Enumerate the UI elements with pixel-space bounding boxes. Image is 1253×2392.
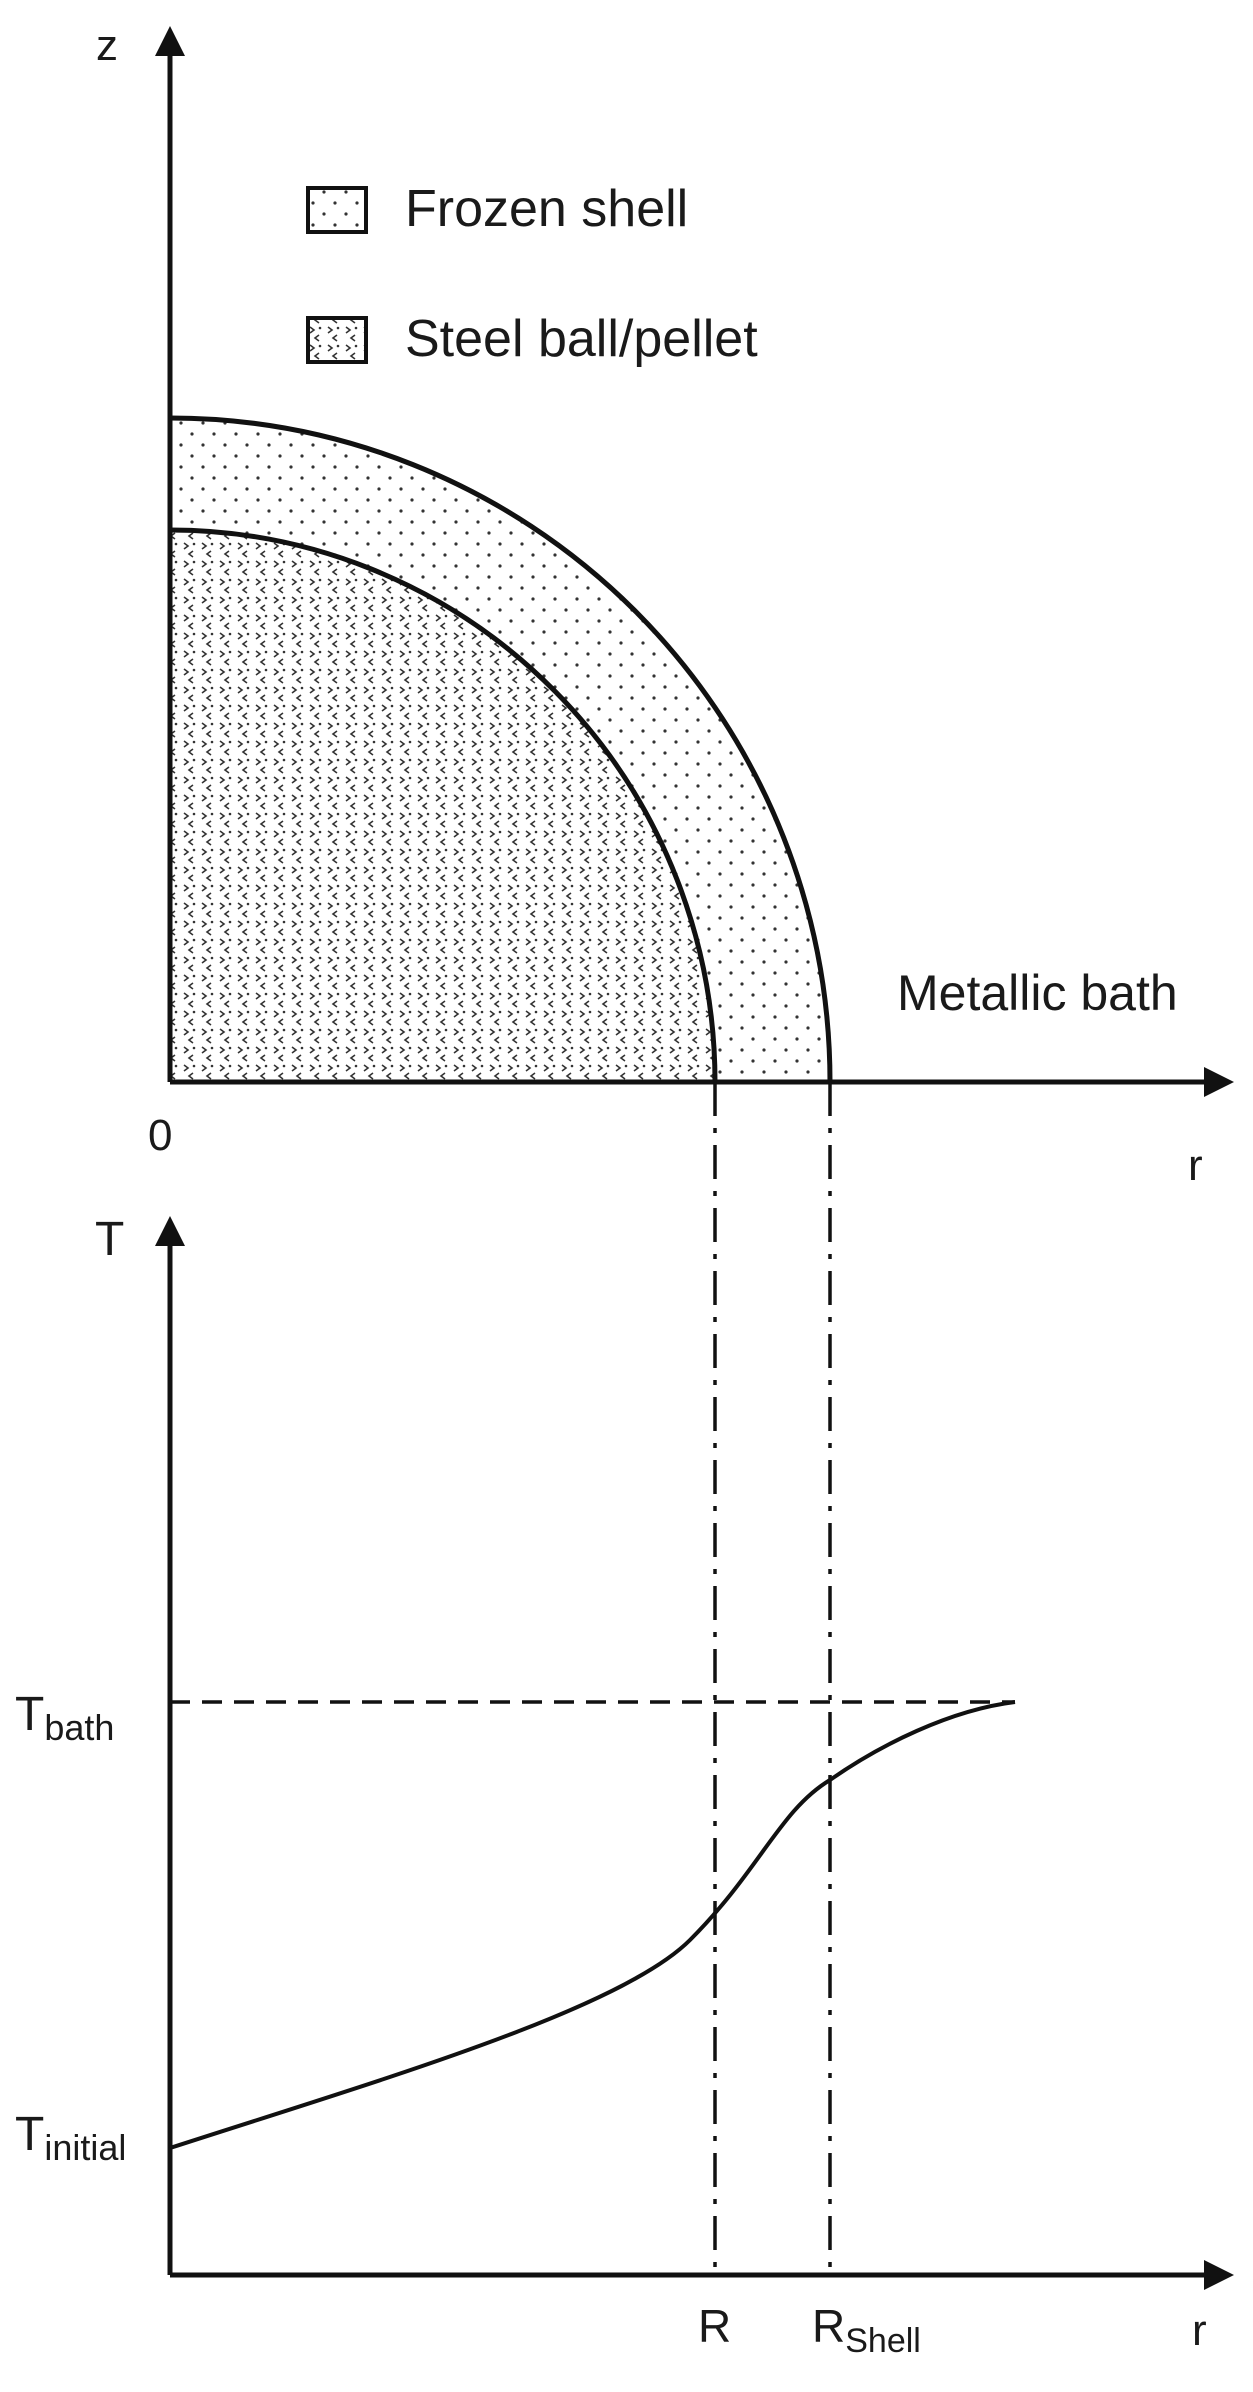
r-shell-sub: Shell [845, 2322, 921, 2360]
t-bath-sub: bath [44, 1707, 114, 1748]
r-shell-label: RShell [812, 2300, 921, 2360]
r-axis-top-label: r [1188, 1141, 1203, 1190]
r-tick-label: R [698, 2300, 731, 2352]
steel-ball-swatch [306, 316, 368, 364]
legend-label-steel-ball: Steel ball/pellet [405, 310, 758, 368]
bottom-plot: T Tbath Tinitial R RShell r [15, 1213, 1234, 2360]
ball-boundary [169, 527, 718, 1083]
shell-outer-boundary [169, 415, 833, 1083]
steel-ball-pattern [170, 530, 715, 1082]
legend-item-steel-ball: Steel ball/pellet [306, 310, 758, 368]
legend: Frozen shell Steel ball/pellet [306, 180, 758, 368]
legend-label-frozen-shell: Frozen shell [405, 180, 688, 238]
temperature-profile-curve [169, 1700, 1016, 2150]
z-axis-label: z [96, 21, 118, 70]
t-bath-label: Tbath [15, 1688, 114, 1748]
origin-label: 0 [148, 1111, 172, 1160]
r-shell-main: R [812, 2300, 845, 2352]
r-axis-bottom-label: r [1192, 2306, 1207, 2355]
top-plot: z 0 r Metallic bath [96, 21, 1234, 1190]
t-axis-label: T [95, 1213, 124, 1266]
metallic-bath-label: Metallic bath [897, 965, 1178, 1021]
t-initial-main: T [15, 2108, 44, 2161]
frozen-shell-swatch [306, 186, 368, 234]
t-initial-label: Tinitial [15, 2108, 126, 2168]
t-bath-main: T [15, 1688, 44, 1741]
legend-item-frozen-shell: Frozen shell [306, 180, 688, 238]
t-initial-sub: initial [44, 2127, 126, 2168]
